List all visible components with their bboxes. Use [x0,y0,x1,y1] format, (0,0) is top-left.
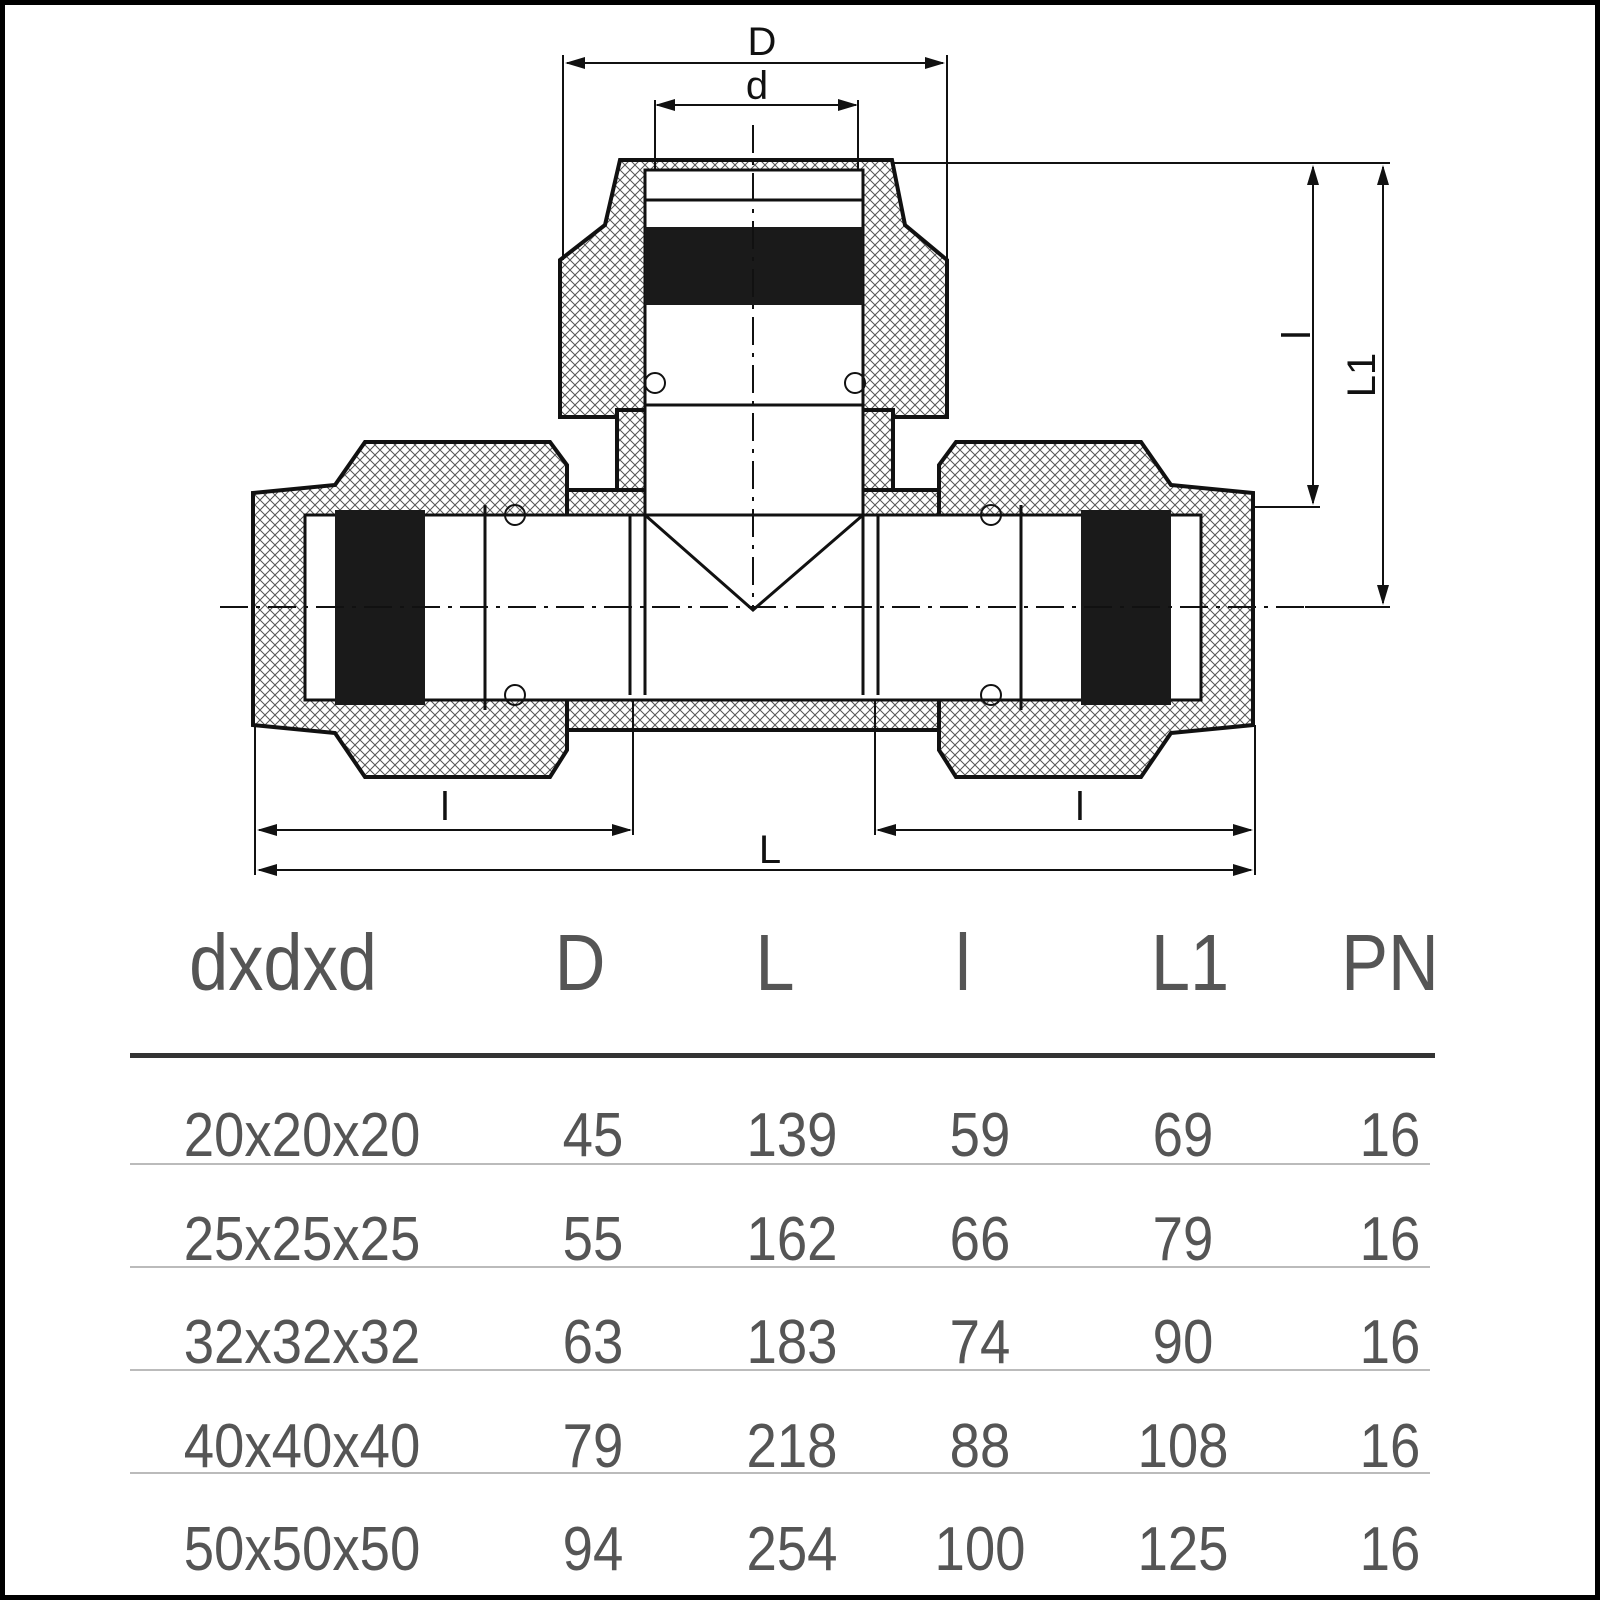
header-PN: PN [1341,918,1439,1007]
table-cell: 88 [949,1412,1011,1481]
table-cell: 162 [746,1205,838,1274]
table-cell: 16 [1359,1308,1421,1377]
table-cell: 254 [746,1515,838,1584]
table-cell: 218 [746,1412,838,1481]
table-cell: 16 [1359,1205,1421,1274]
table-cell: 90 [1152,1308,1214,1377]
row-divider [130,1163,1430,1165]
header-divider [130,1053,1435,1058]
centerlines [220,125,1305,610]
table-cell: 74 [949,1308,1011,1377]
table-cell: 16 [1359,1101,1421,1170]
table-cell: 25x25x25 [183,1205,421,1274]
label-L: L [759,828,781,872]
table-cell: 63 [562,1308,624,1377]
dimension-lines [254,55,1390,876]
header-L: L [755,918,795,1007]
table-cell: 20x20x20 [183,1101,421,1170]
table-cell: 16 [1359,1412,1421,1481]
table-cell: 59 [949,1101,1011,1170]
label-D: D [748,20,777,64]
row-divider [130,1369,1430,1371]
header-L1: L1 [1150,918,1230,1007]
table-cell: 108 [1137,1412,1229,1481]
label-d: d [746,64,768,108]
table-cell: 16 [1359,1515,1421,1584]
table-cell: 79 [562,1412,624,1481]
label-L1: L1 [1340,353,1384,398]
header-size: dxdxd [189,918,377,1007]
table-cell: 32x32x32 [183,1308,421,1377]
table-cell: 66 [949,1205,1011,1274]
table-cell: 100 [934,1515,1026,1584]
tee-fitting-drawing: D d l L1 l l L [220,20,1390,876]
label-l-vertical: l [1275,331,1319,340]
table-cell: 69 [1152,1101,1214,1170]
table-cell: 125 [1137,1515,1229,1584]
table-cell: 40x40x40 [183,1412,421,1481]
label-l-right: l [1076,785,1085,829]
table-cell: 45 [562,1101,624,1170]
table-cell: 79 [1152,1205,1214,1274]
header-l: l [955,918,971,1007]
table-cell: 55 [562,1205,624,1274]
table-cell: 183 [746,1308,838,1377]
row-divider [130,1266,1430,1268]
row-divider [130,1472,1430,1474]
table-cell: 50x50x50 [183,1515,421,1584]
table-cell: 139 [746,1101,838,1170]
header-D: D [554,918,606,1007]
table-cell: 94 [562,1515,624,1584]
label-l-left: l [441,785,450,829]
